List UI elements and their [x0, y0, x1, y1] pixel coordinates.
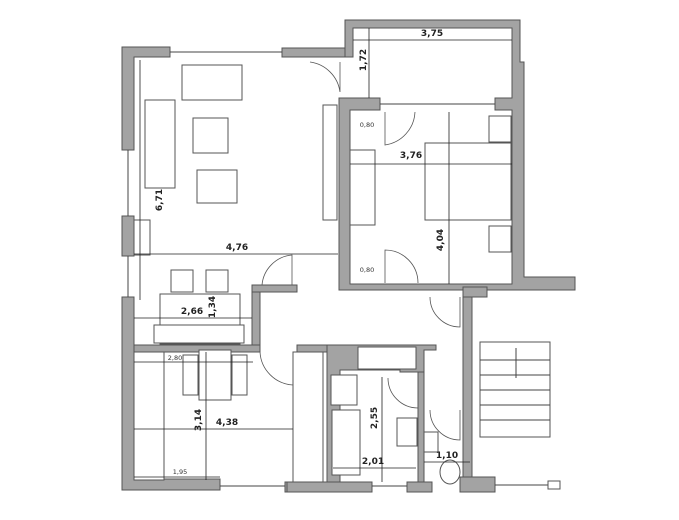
doors — [259, 61, 461, 441]
chair — [182, 354, 199, 396]
dim-bath-width: 2,01 — [362, 457, 384, 467]
windows — [127, 51, 561, 490]
nightstand — [488, 115, 512, 143]
dim-balcony-width: 3,75 — [421, 29, 443, 39]
nightstand — [488, 225, 512, 253]
dim-balcony-depth: 1,72 — [359, 49, 369, 71]
dim-bedroom-depth: 4,04 — [436, 229, 446, 251]
kitchen-table — [198, 349, 232, 401]
dim-bedroom-closet-bottom: 0,80 — [360, 266, 374, 274]
dim-dining-depth: 1,34 — [208, 296, 218, 318]
bench — [153, 324, 245, 344]
washbasin — [396, 417, 418, 447]
dim-kitchen-width: 4,38 — [216, 418, 238, 428]
dim-wc-width: 1,10 — [436, 451, 458, 461]
toilet — [439, 459, 461, 485]
dimension-lines — [134, 28, 512, 482]
coffee-table — [192, 117, 229, 154]
tv-unit — [322, 104, 338, 221]
walls — [121, 19, 576, 493]
kitchen-counter — [133, 351, 165, 481]
kitchen-unit — [292, 351, 324, 483]
dim-living-depth: 6,71 — [155, 189, 165, 211]
furniture — [133, 64, 551, 485]
dim-kitchen-depth: 3,14 — [194, 409, 204, 431]
staircase — [479, 341, 551, 438]
dim-living-width: 4,76 — [226, 243, 248, 253]
dim-bath-depth: 2,55 — [370, 407, 380, 429]
dim-kitchen-counter: 1,95 — [173, 468, 187, 476]
stool — [205, 269, 229, 293]
armchair — [196, 169, 238, 204]
sofa-left — [144, 99, 176, 189]
chair — [231, 354, 248, 396]
wc-basin — [423, 431, 439, 453]
storage — [357, 346, 417, 370]
wardrobe — [349, 149, 376, 226]
stool — [170, 269, 194, 293]
dimension-labels: 3,75 1,72 0,80 3,76 0,80 4,04 6,71 4,76 … — [155, 29, 458, 476]
bathtub — [331, 409, 361, 476]
dim-kitchen-table-width: 2,80 — [168, 354, 182, 362]
dim-bedroom-width: 3,76 — [400, 151, 422, 161]
side-cabinet — [133, 219, 151, 256]
sofa-top — [181, 64, 243, 101]
dim-bedroom-closet-top: 0,80 — [360, 121, 374, 129]
bed — [424, 142, 512, 221]
shower — [330, 374, 358, 406]
dim-dining-width: 2,66 — [181, 307, 203, 317]
